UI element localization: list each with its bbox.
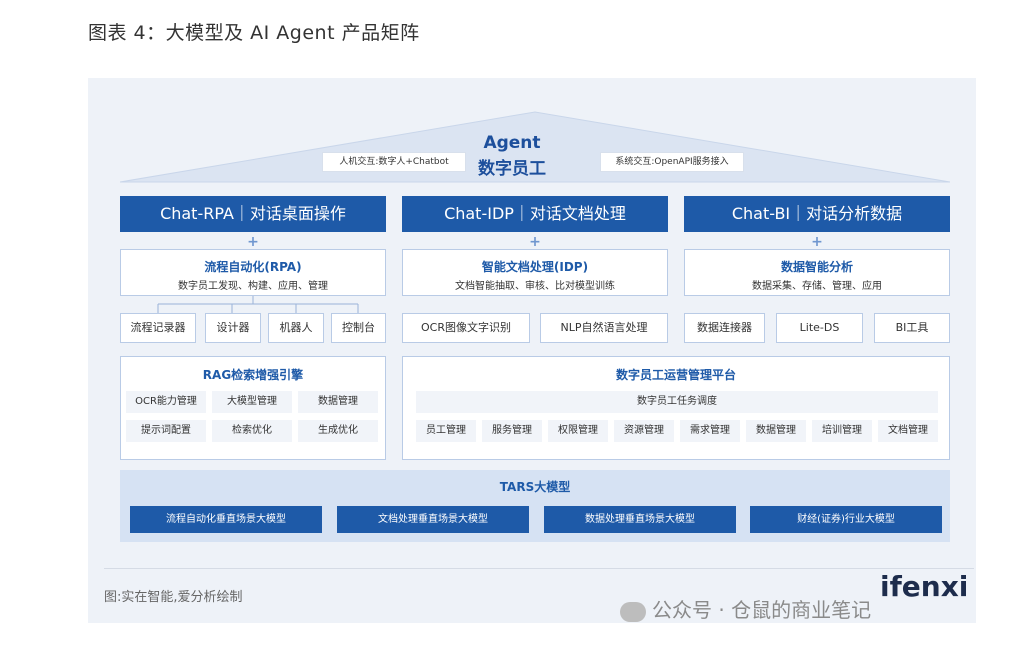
wechat-icon <box>620 601 646 622</box>
watermark-text: 公众号 · 仓鼠的商业笔记 <box>652 598 872 622</box>
ops-item: 资源管理 <box>614 420 674 442</box>
system-interaction-pill: 系统交互:OpenAPI服务接入 <box>600 152 744 172</box>
agent-subtitle: 数字员工 <box>478 159 546 179</box>
idp-box-title: 智能文档处理(IDP) <box>481 260 589 274</box>
ops-item: 权限管理 <box>548 420 608 442</box>
bi-box-sub: 数据采集、存储、管理、应用 <box>752 281 882 292</box>
console-box: 控制台 <box>331 313 386 343</box>
nlp-box: NLP自然语言处理 <box>540 313 668 343</box>
ops-item: 数据管理 <box>746 420 806 442</box>
tars-item: 流程自动化垂直场景大模型 <box>130 506 322 533</box>
rag-item: 大模型管理 <box>212 391 292 413</box>
ops-title: 数字员工运营管理平台 <box>615 368 736 382</box>
tars-title: TARS大模型 <box>499 480 571 494</box>
chat-idp-header: Chat-IDP｜对话文档处理 <box>402 196 668 232</box>
tars-item: 数据处理垂直场景大模型 <box>544 506 736 533</box>
footer-divider <box>104 568 974 569</box>
rag-item: 提示词配置 <box>126 420 206 442</box>
ops-item: 服务管理 <box>482 420 542 442</box>
rag-item: 生成优化 <box>298 420 378 442</box>
designer-box: 设计器 <box>205 313 261 343</box>
rpa-box-sub: 数字员工发现、构建、应用、管理 <box>178 281 328 292</box>
chat-rpa-header: Chat-RPA｜对话桌面操作 <box>120 196 386 232</box>
ops-item: 需求管理 <box>680 420 740 442</box>
rag-item: 检索优化 <box>212 420 292 442</box>
data-connector-box: 数据连接器 <box>684 313 765 343</box>
robot-box: 机器人 <box>268 313 324 343</box>
chat-bi-header: Chat-BI｜对话分析数据 <box>684 196 950 232</box>
bi-tool-box: BI工具 <box>874 313 950 343</box>
brand-logo: ifenxi <box>880 570 969 603</box>
tars-item: 财经(证券)行业大模型 <box>750 506 942 533</box>
watermark: 公众号 · 仓鼠的商业笔记 <box>620 594 871 623</box>
lite-ds-box: Lite-DS <box>776 313 863 343</box>
plus-icon: + <box>529 234 541 250</box>
rag-item: OCR能力管理 <box>126 391 206 413</box>
ops-item: 文档管理 <box>878 420 938 442</box>
bi-box: 数据智能分析 数据采集、存储、管理、应用 <box>684 249 950 296</box>
process-recorder-box: 流程记录器 <box>120 313 196 343</box>
ocr-box: OCR图像文字识别 <box>402 313 530 343</box>
bi-box-title: 数据智能分析 <box>780 260 853 274</box>
ops-item: 员工管理 <box>416 420 476 442</box>
tars-item: 文档处理垂直场景大模型 <box>337 506 529 533</box>
figure-title: 图表 4：大模型及 AI Agent 产品矩阵 <box>88 22 420 44</box>
rpa-connector <box>157 296 359 313</box>
task-scheduling-bar: 数字员工任务调度 <box>416 391 938 413</box>
source-note: 图:实在智能,爱分析绘制 <box>104 590 243 605</box>
rag-item: 数据管理 <box>298 391 378 413</box>
idp-box: 智能文档处理(IDP) 文档智能抽取、审核、比对模型训练 <box>402 249 668 296</box>
ops-item: 培训管理 <box>812 420 872 442</box>
plus-icon: + <box>247 234 259 250</box>
rag-title: RAG检索增强引擎 <box>202 368 304 382</box>
rpa-box-title: 流程自动化(RPA) <box>204 260 302 274</box>
idp-box-sub: 文档智能抽取、审核、比对模型训练 <box>455 281 615 292</box>
rpa-box: 流程自动化(RPA) 数字员工发现、构建、应用、管理 <box>120 249 386 296</box>
plus-icon: + <box>811 234 823 250</box>
human-interaction-pill: 人机交互:数字人+Chatbot <box>322 152 466 172</box>
agent-title: Agent <box>483 133 541 153</box>
